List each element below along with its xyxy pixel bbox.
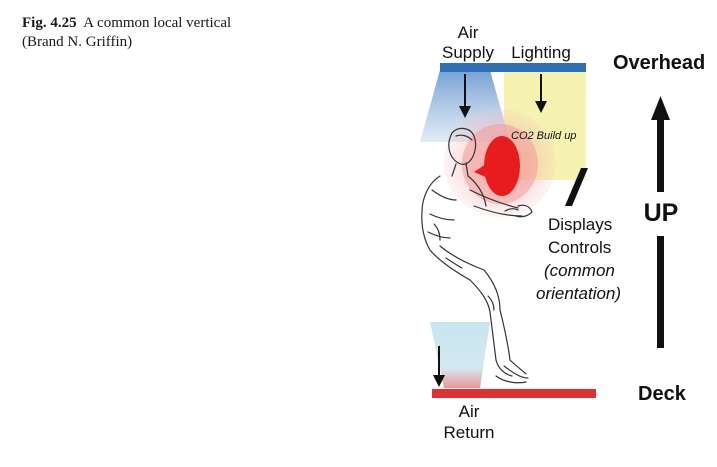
up-label: UP — [644, 199, 679, 227]
figure-caption: Fig. 4.25 A common local vertical (Brand… — [22, 14, 242, 52]
deck-label: Deck — [638, 383, 687, 405]
lighting-arrowhead — [535, 101, 547, 113]
air-return-label-line2: Return — [443, 423, 494, 442]
lighting-label: Lighting — [511, 43, 571, 62]
air-return-arrowhead — [433, 375, 445, 387]
deck-bar — [432, 389, 596, 398]
air-supply-label-line1: Air — [458, 23, 479, 42]
overhead-label: Overhead — [613, 52, 705, 74]
displays-label: Displays — [548, 215, 612, 234]
up-arrow-shaft-bottom — [657, 236, 664, 348]
air-return-label-line1: Air — [459, 402, 480, 421]
air-supply-arrowhead — [459, 106, 471, 118]
up-arrow-shaft-top — [657, 118, 664, 192]
controls-label: Controls — [548, 238, 611, 257]
co2-core — [484, 136, 520, 196]
orientation-label: orientation) — [536, 284, 621, 303]
air-supply-label-line2: Supply — [442, 43, 494, 62]
figure-label: Fig. 4.25 — [22, 15, 77, 31]
co2-core-point — [474, 164, 488, 178]
overhead-bar — [440, 63, 586, 72]
co2-label: CO2 Build up — [511, 130, 576, 142]
seated-person-figure — [421, 127, 533, 384]
air-return-cone — [430, 322, 490, 388]
figure-caption-text: A common local vertical (Brand N. Griffi… — [22, 15, 232, 50]
display-panel — [565, 168, 588, 206]
up-arrowhead — [651, 96, 670, 120]
common-label: (common — [544, 261, 615, 280]
